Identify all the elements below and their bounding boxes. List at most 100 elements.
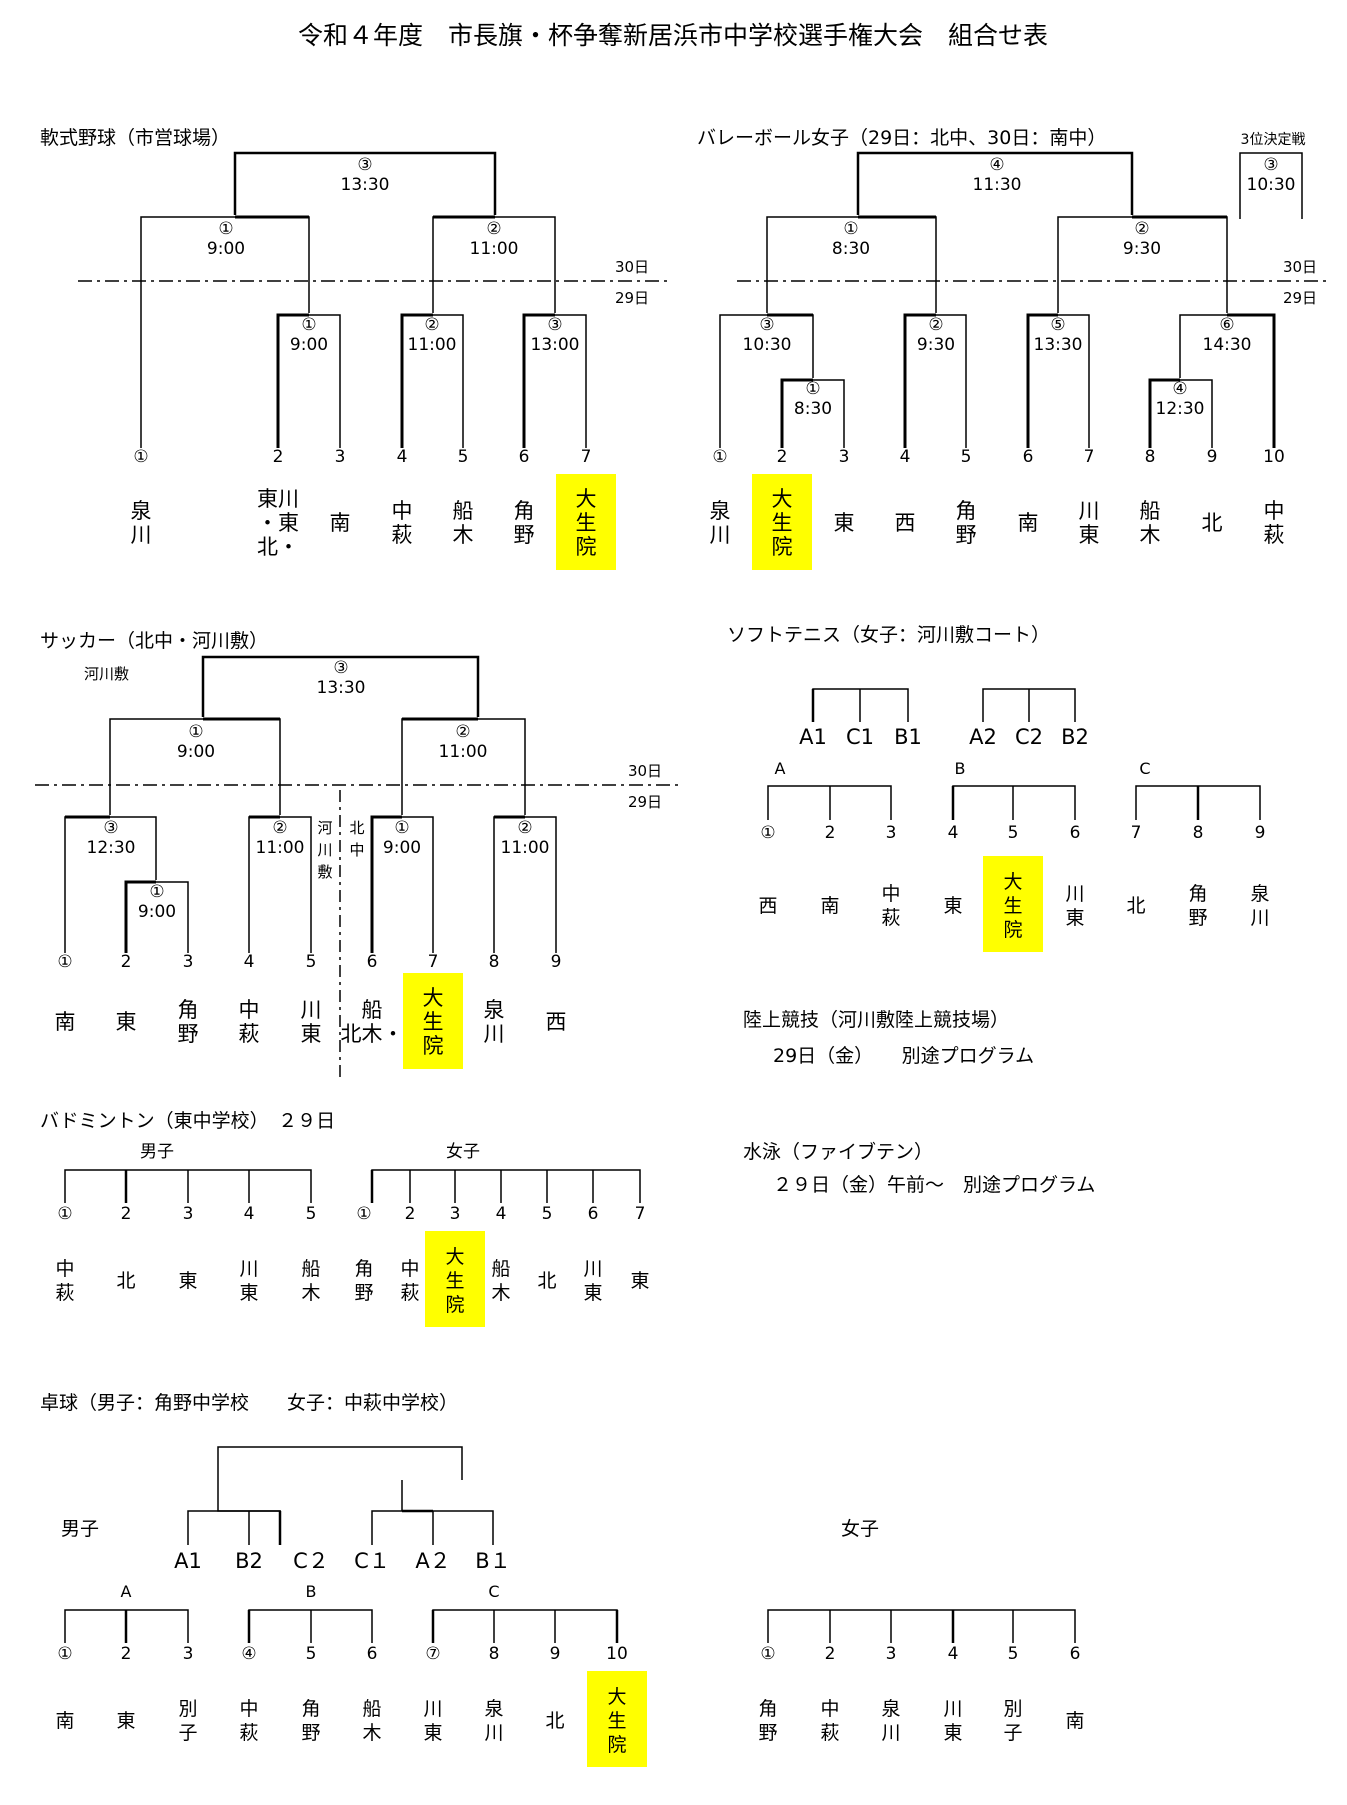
team-name: 西 <box>546 1010 567 1034</box>
team-name: 別 <box>178 1698 197 1720</box>
team-name: 船 <box>453 499 474 523</box>
match-no: ① <box>805 379 820 399</box>
softtennis-header: ソフトテニス（女子：河川敷コート） <box>727 624 1050 646</box>
team-name: 萩 <box>239 1722 258 1744</box>
slot-number: 9 <box>550 1644 561 1664</box>
match-no: ④ <box>1172 379 1187 399</box>
team-name: 院 <box>1003 919 1022 941</box>
baseball-day29: 29日 <box>615 289 649 307</box>
team-name: 野 <box>301 1722 320 1744</box>
baseball-section: 軟式野球（市営球場） 30日 29日 ③ 13:30 ① 9:00 ② <box>40 127 668 570</box>
team-name: 子 <box>1003 1722 1022 1744</box>
match-time: 13:30 <box>341 175 390 195</box>
team-name: 船 <box>1140 499 1161 523</box>
highlight-box <box>983 856 1043 952</box>
highlight-box <box>425 1231 485 1327</box>
group-label: C <box>488 1582 499 1601</box>
team-name: 生 <box>445 1270 464 1292</box>
seed-label: B1 <box>894 725 922 749</box>
slot-number: 10 <box>1263 447 1285 467</box>
team-name: 子 <box>178 1722 197 1744</box>
match-no: ① <box>843 219 858 239</box>
slot-number: 3 <box>335 447 346 467</box>
team-name: 大 <box>607 1686 626 1708</box>
team-name: 船 <box>301 1258 320 1280</box>
team-name: 別 <box>1003 1698 1022 1720</box>
team-name: 北 <box>116 1270 135 1292</box>
slot-number: 2 <box>273 447 284 467</box>
slot-number: 2 <box>121 1644 132 1664</box>
match-time: 9:00 <box>138 902 176 922</box>
team-name: 院 <box>576 535 597 559</box>
baseball-header: 軟式野球（市営球場） <box>40 127 230 149</box>
team-name: 川 <box>484 1722 503 1744</box>
slot-number: 7 <box>1131 823 1142 843</box>
team-name: 角 <box>178 998 199 1022</box>
match-no: ② <box>424 315 439 335</box>
team-name: 院 <box>607 1734 626 1756</box>
slot-number: 4 <box>948 1644 959 1664</box>
athletics-section: 陸上競技（河川敷陸上競技場） 29日（金） 別途プログラム <box>743 1009 1034 1067</box>
slot-number: 6 <box>1023 447 1034 467</box>
team-name: 南 <box>1018 511 1039 535</box>
slot-number: 10 <box>606 1644 628 1664</box>
soccer-day29: 29日 <box>628 793 662 811</box>
team-name: 船 <box>362 1698 381 1720</box>
third-place-label: 3位決定戦 <box>1241 132 1306 148</box>
team-name: 木 <box>362 1722 381 1744</box>
slot-number: 8 <box>489 1644 500 1664</box>
match-no: ① <box>218 219 233 239</box>
soccer-kasenjiki-note: 河川敷 <box>84 665 129 683</box>
team-name: 泉 <box>484 1698 503 1720</box>
team-name: 東 <box>423 1722 442 1744</box>
slot-number: 7 <box>635 1204 646 1224</box>
team-name: 生 <box>772 511 793 535</box>
team-name: 南 <box>330 511 351 535</box>
slot-number: 4 <box>496 1204 507 1224</box>
match-no: ② <box>455 722 470 742</box>
match-time: 10:30 <box>1247 175 1296 195</box>
slot-number: ① <box>57 1204 72 1224</box>
team-name: 中 <box>820 1698 839 1720</box>
team-name: 角 <box>758 1698 777 1720</box>
slot-number: 9 <box>551 952 562 972</box>
team-name: 野 <box>956 523 977 547</box>
team-name: 泉 <box>710 499 731 523</box>
match-time: 12:30 <box>1156 399 1205 419</box>
slot-number: 2 <box>777 447 788 467</box>
match-time: 9:00 <box>290 335 328 355</box>
team-name: 中 <box>400 1258 419 1280</box>
slot-number: 4 <box>900 447 911 467</box>
team-name: 泉 <box>881 1698 900 1720</box>
team-name: 川 <box>1079 499 1100 523</box>
team-name: 中 <box>239 1698 258 1720</box>
team-name: 東川 <box>257 487 299 511</box>
team-name: 生 <box>423 1010 444 1034</box>
team-name: 川 <box>1250 907 1269 929</box>
team-name: 西 <box>895 511 916 535</box>
team-name: 院 <box>772 535 793 559</box>
slot-number: 6 <box>519 447 530 467</box>
team-name: 川 <box>881 1722 900 1744</box>
team-name: 木 <box>491 1282 510 1304</box>
slot-number: ⑦ <box>425 1644 440 1664</box>
match-no: ③ <box>1263 155 1278 175</box>
team-name: 萩 <box>881 907 900 929</box>
slot-number: 9 <box>1207 447 1218 467</box>
seed-label: A1 <box>799 725 827 749</box>
slot-number: 2 <box>121 1204 132 1224</box>
badminton-girls-label: 女子 <box>446 1142 480 1162</box>
slot-number: ④ <box>241 1644 256 1664</box>
slot-number: 8 <box>489 952 500 972</box>
match-no: ① <box>149 882 164 902</box>
seed-label: B2 <box>235 1549 263 1573</box>
highlight-box <box>556 474 616 570</box>
team-name: 木 <box>453 523 474 547</box>
team-name: 萩 <box>239 1022 260 1046</box>
swimming-header: 水泳（ファイブテン） <box>743 1140 933 1163</box>
team-name: 泉 <box>1250 883 1269 905</box>
match-no: ② <box>272 818 287 838</box>
match-time: 9:30 <box>1123 239 1161 259</box>
volleyball-day29: 29日 <box>1283 289 1317 307</box>
